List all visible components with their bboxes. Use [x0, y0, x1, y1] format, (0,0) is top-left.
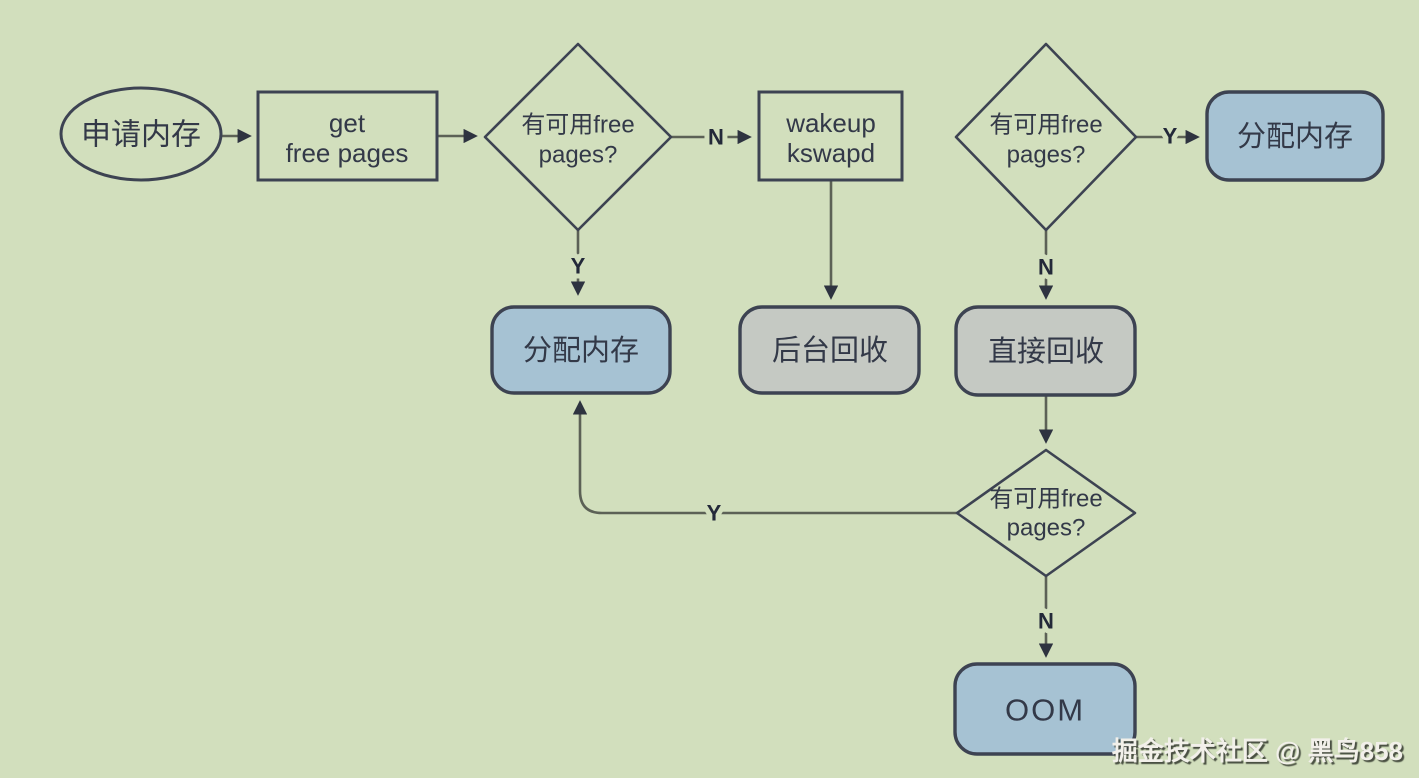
edge-label-check2-no: N [1038, 255, 1054, 280]
edge-label-check1-yes: Y [571, 254, 586, 279]
start-ellipse [59, 86, 223, 182]
get-free-pages-rect [256, 90, 439, 182]
node-background-reclaim: 后台回收 [738, 305, 921, 395]
get-free-pages-line2: free pages [286, 138, 409, 168]
edge-label-check3-no: N [1038, 609, 1054, 634]
node-allocate-mid: 分配内存 [490, 305, 672, 395]
edge-label-check2-yes: Y [1163, 124, 1178, 149]
oom-label: OOM [1005, 693, 1085, 728]
wakeup-kswapd-line1: wakeup [785, 108, 876, 138]
edge-label-check1-no: N [708, 125, 724, 150]
watermark: 掘金技术社区 @ 黑鸟858 [1111, 736, 1403, 766]
direct-reclaim-label: 直接回收 [988, 335, 1104, 368]
allocate-mid-label: 分配内存 [523, 334, 639, 367]
allocate-top-rect [1205, 90, 1385, 182]
edge-label-check3-yes: Y [707, 501, 722, 526]
edge-check3-yes-to-allocate [572, 400, 957, 515]
check3-line1: 有可用free [989, 486, 1102, 513]
background-reclaim-label: 后台回收 [772, 334, 888, 367]
node-allocate-top: 分配内存 [1205, 90, 1385, 182]
allocate-top-label: 分配内存 [1237, 120, 1353, 153]
check3-line2: pages? [1007, 515, 1086, 542]
node-direct-reclaim: 直接回收 [954, 305, 1137, 397]
node-wakeup-kswapd: wakeup kswapd [757, 90, 904, 182]
check2-diamond [954, 42, 1138, 232]
check2-line1: 有可用free [989, 112, 1102, 139]
check2-line2: pages? [1007, 142, 1086, 169]
get-free-pages-line1: get [329, 108, 366, 138]
wakeup-kswapd-line2: kswapd [787, 138, 875, 168]
node-oom: OOM [953, 662, 1137, 756]
check1-line1: 有可用free [521, 112, 634, 139]
wakeup-kswapd-rect [757, 90, 904, 182]
direct-reclaim-rect [954, 305, 1137, 397]
node-check2: 有可用free pages? [954, 42, 1138, 232]
allocate-mid-rect [490, 305, 672, 395]
check1-line2: pages? [539, 142, 618, 169]
node-check1: 有可用free pages? [483, 42, 673, 232]
check1-diamond [483, 42, 673, 232]
check3-diamond [955, 448, 1137, 578]
oom-rect [953, 662, 1137, 756]
node-check3: 有可用free pages? [955, 448, 1137, 578]
node-get-free-pages: get free pages [256, 90, 439, 182]
node-start: 申请内存 [59, 86, 223, 182]
background-reclaim-rect [738, 305, 921, 395]
start-label: 申请内存 [81, 119, 201, 152]
